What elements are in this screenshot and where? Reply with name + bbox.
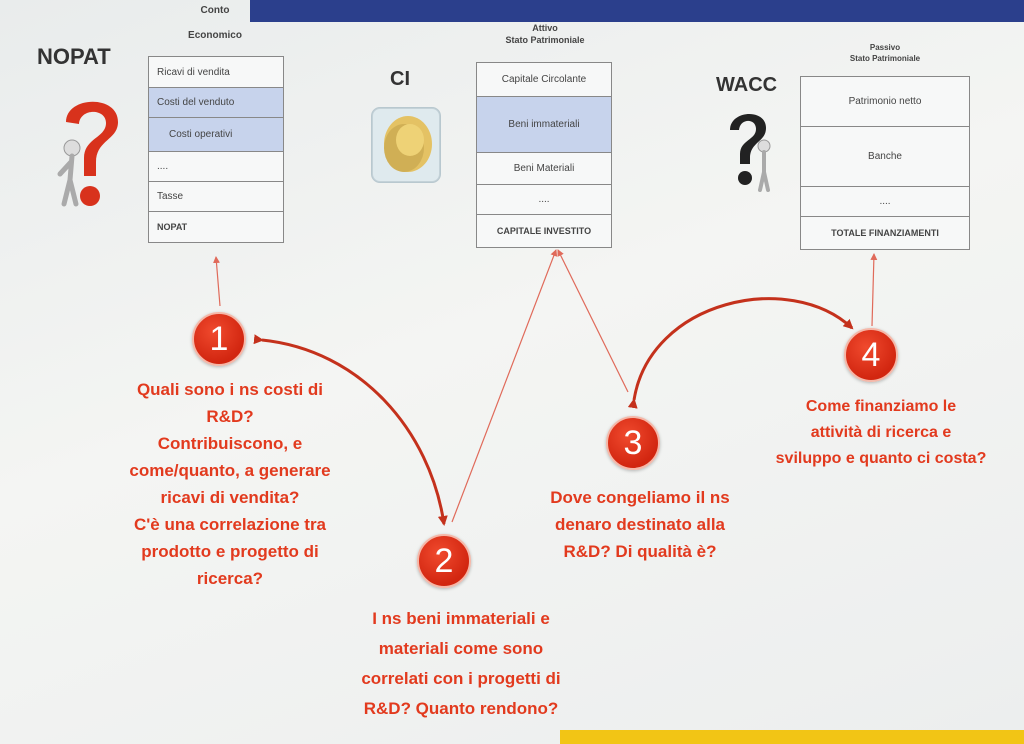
q1-line: Contribuiscono, e bbox=[80, 430, 380, 457]
question-2: I ns beni immateriali e materiali come s… bbox=[316, 604, 606, 724]
q3-line: denaro destinato alla bbox=[520, 511, 760, 538]
question-3: Dove congeliamo il ns denaro destinato a… bbox=[520, 484, 760, 565]
question-1: Quali sono i ns costi di R&D? Contribuis… bbox=[80, 376, 380, 592]
q4-line: sviluppo e quanto ci costa? bbox=[748, 446, 1014, 472]
link-4-to-finanziamenti bbox=[872, 254, 874, 326]
q4-line: attività di ricerca e bbox=[748, 420, 1014, 446]
q1-line: ricavi di vendita? bbox=[80, 484, 380, 511]
q1-line: come/quanto, a generare bbox=[80, 457, 380, 484]
curve-arrow-3-4 bbox=[634, 299, 852, 400]
q4-line: Come finanziamo le bbox=[748, 394, 1014, 420]
badge-4: 4 bbox=[844, 328, 898, 382]
q1-line: ricerca? bbox=[80, 565, 380, 592]
q2-line: R&D? Quanto rendono? bbox=[316, 694, 606, 724]
question-4: Come finanziamo le attività di ricerca e… bbox=[748, 394, 1014, 472]
q2-line: materiali come sono bbox=[316, 634, 606, 664]
q1-line: R&D? bbox=[80, 403, 380, 430]
badge-3: 3 bbox=[606, 416, 660, 470]
q3-line: Dove congeliamo il ns bbox=[520, 484, 760, 511]
link-2-to-capitale bbox=[452, 250, 556, 522]
link-1-to-nopat bbox=[216, 257, 220, 306]
q1-line: prodotto e progetto di bbox=[80, 538, 380, 565]
badge-2: 2 bbox=[417, 534, 471, 588]
badge-1: 1 bbox=[192, 312, 246, 366]
q3-line: R&D? Di qualità è? bbox=[520, 538, 760, 565]
q1-line: Quali sono i ns costi di bbox=[80, 376, 380, 403]
link-3-to-capitale bbox=[558, 250, 628, 392]
q2-line: I ns beni immateriali e bbox=[316, 604, 606, 634]
q1-line: C'è una correlazione tra bbox=[80, 511, 380, 538]
q2-line: correlati con i progetti di bbox=[316, 664, 606, 694]
